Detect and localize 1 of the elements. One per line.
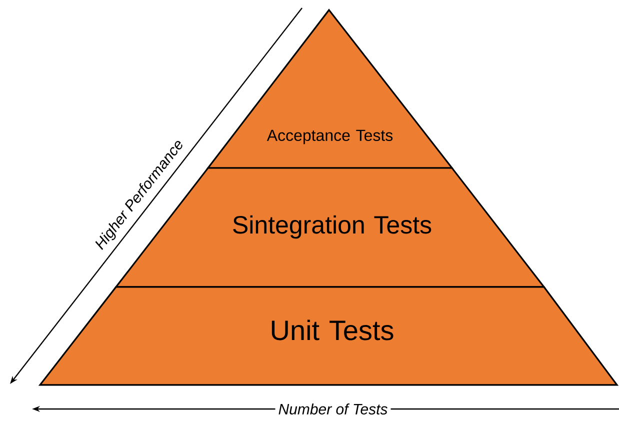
axis-label: Number of Tests [275, 402, 391, 416]
